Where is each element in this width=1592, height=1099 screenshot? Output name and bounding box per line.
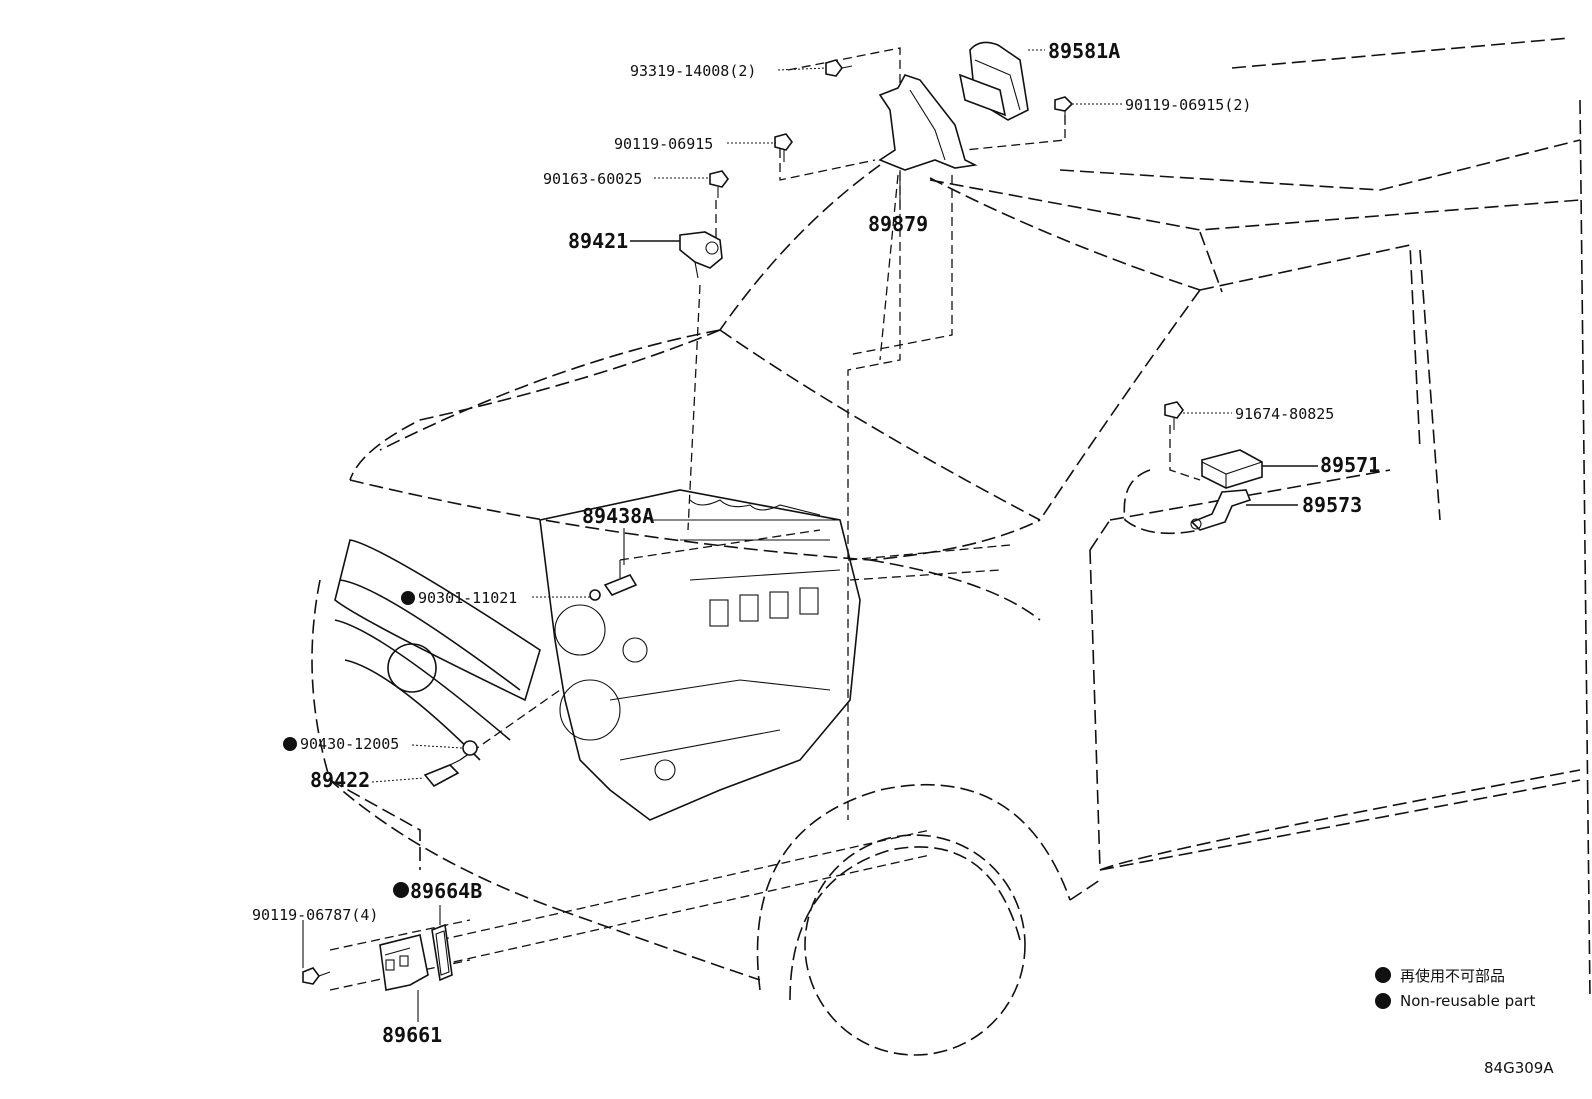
label-89664b: 89664B xyxy=(410,879,482,903)
sensor-89421 xyxy=(679,231,723,279)
engine-block xyxy=(539,489,861,821)
diagram-code: 84G309A xyxy=(1484,1059,1554,1077)
label-90119-06915-x2: 90119-06915(2) xyxy=(1125,96,1251,114)
nonreusable-marker-90430 xyxy=(283,737,297,751)
label-90119-06915: 90119-06915 xyxy=(614,135,713,153)
nonreusable-marker-90301 xyxy=(401,591,415,605)
nonreusable-marker-89664b xyxy=(393,882,409,898)
label-93319-14008: 93319-14008(2) xyxy=(630,62,756,80)
part-labels: 93319-14008(2) 89581A 90119-06915(2) 901… xyxy=(252,39,1380,1047)
ecu-89661 xyxy=(379,934,429,991)
label-90119-06787: 90119-06787(4) xyxy=(252,906,378,924)
label-89422: 89422 xyxy=(310,768,370,792)
label-89573: 89573 xyxy=(1302,493,1362,517)
phantom-lines xyxy=(329,47,1201,991)
label-90301-11021: 90301-11021 xyxy=(418,589,517,607)
label-91674-80825: 91674-80825 xyxy=(1235,405,1334,423)
label-89581a: 89581A xyxy=(1048,39,1120,63)
label-89661: 89661 xyxy=(382,1023,442,1047)
legend-text-en: Non-reusable part xyxy=(1400,992,1535,1010)
legend-dot-jp xyxy=(1375,967,1391,983)
computer-89571 xyxy=(1201,449,1263,489)
bolt-shapes xyxy=(302,59,1184,985)
gasket-90430 xyxy=(462,740,478,756)
leader-lines xyxy=(302,49,1318,1022)
label-90163-60025: 90163-60025 xyxy=(543,170,642,188)
vehicle-outline xyxy=(311,37,1591,1056)
label-89879: 89879 xyxy=(868,212,928,236)
bracket-89879 xyxy=(878,74,978,171)
bracket-89573 xyxy=(1190,489,1252,531)
yaw-sensor-89581a xyxy=(958,41,1029,121)
legend: 再使用不可部品 Non-reusable part xyxy=(1375,967,1535,1010)
label-90430-12005: 90430-12005 xyxy=(300,735,399,753)
label-89438a: 89438A xyxy=(582,504,654,528)
label-89421: 89421 xyxy=(568,229,628,253)
legend-text-jp: 再使用不可部品 xyxy=(1400,967,1505,985)
label-89571: 89571 xyxy=(1320,453,1380,477)
oring-90301 xyxy=(589,589,601,601)
sensor-89422 xyxy=(423,759,461,788)
seal-89664b xyxy=(431,923,453,982)
legend-dot-en xyxy=(1375,993,1391,1009)
sensor-89438a xyxy=(603,560,638,596)
